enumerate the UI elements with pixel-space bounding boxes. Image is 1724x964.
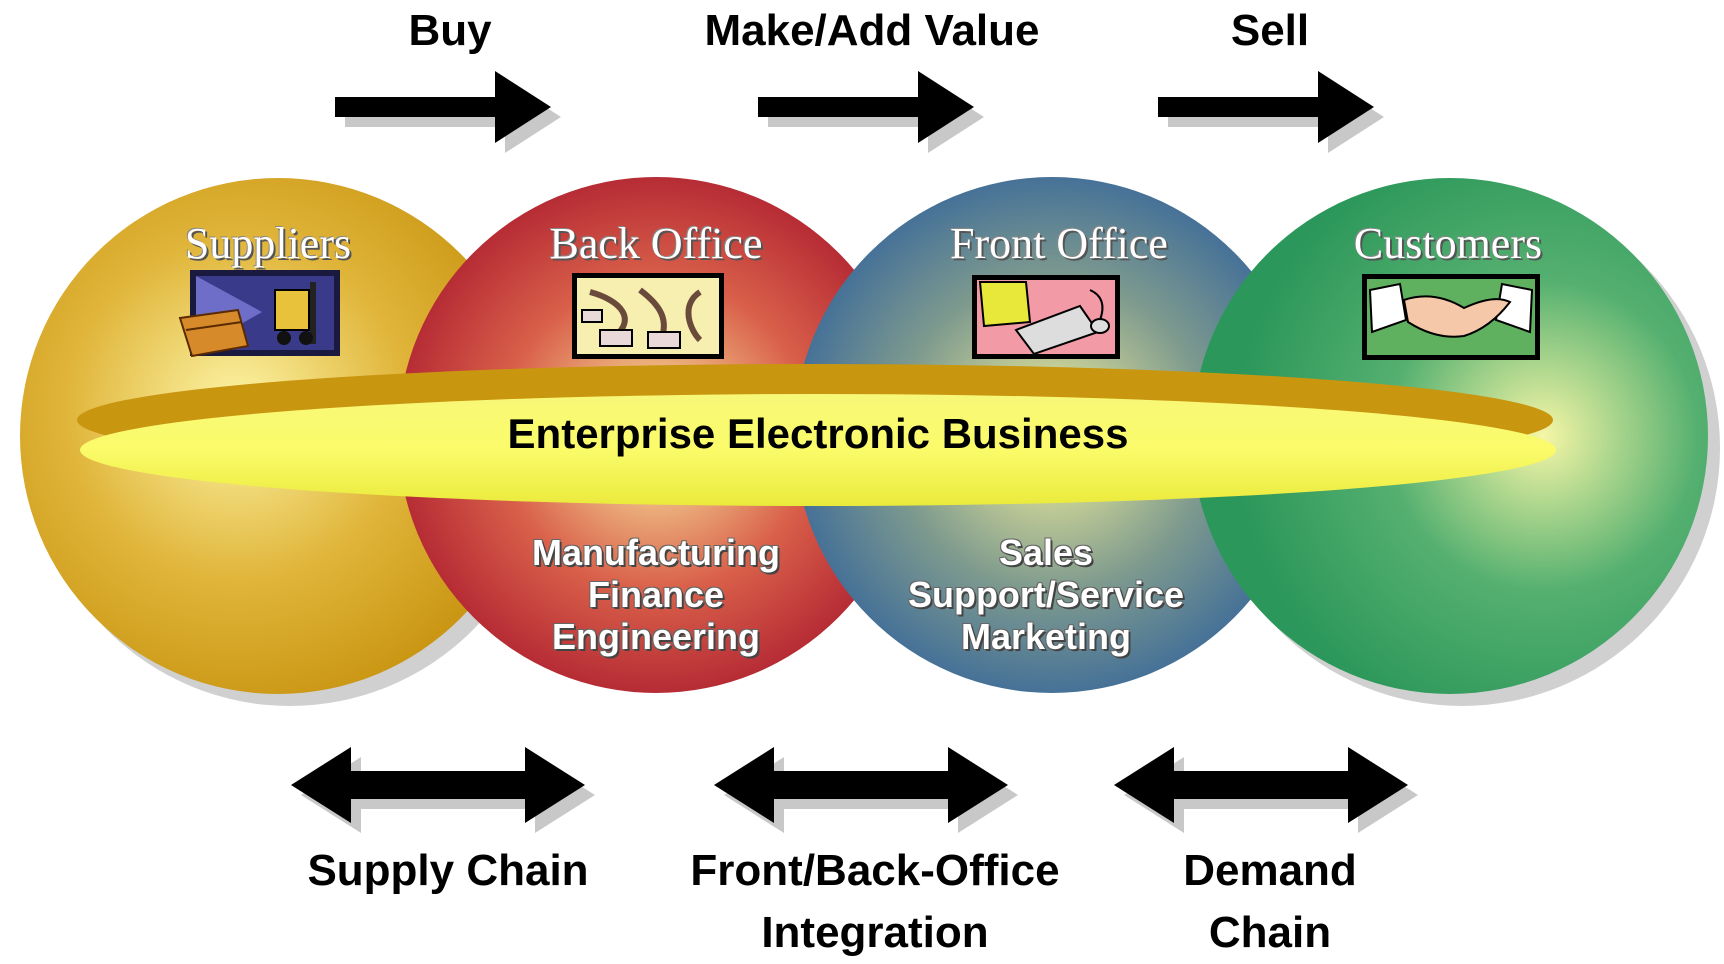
back-office-item: Manufacturing [532, 532, 780, 573]
enterprise-band [77, 364, 1556, 506]
label-sell: Sell [1230, 6, 1310, 55]
label-demand-chain-line: Chain [1208, 908, 1332, 957]
double-arrow-integration [714, 747, 1018, 833]
cables-icon [572, 273, 724, 359]
label-demand-chain-line: Demand [1183, 846, 1357, 895]
back-office-item: Engineering [551, 616, 761, 657]
arrow-buy [335, 71, 561, 153]
double-arrow-demand-chain [1114, 747, 1418, 833]
label-integration-line: Front/Back-Office [690, 846, 1060, 895]
label-integration: Front/Back-Office Integration [660, 840, 1090, 964]
computer-icon [972, 275, 1120, 359]
label-demand-chain: Demand Chain [1120, 840, 1420, 964]
forklift-icon [178, 270, 340, 358]
back-office-title: Back Office [549, 219, 763, 268]
arrow-sell [1158, 71, 1384, 153]
label-supply-chain: Supply Chain [307, 846, 589, 895]
double-arrow-supply-chain [291, 747, 595, 833]
handshake-icon [1362, 274, 1540, 360]
front-office-item: Support/Service [907, 574, 1185, 615]
label-make-add-value: Make/Add Value [704, 6, 1040, 55]
enterprise-band-label: Enterprise Electronic Business [507, 410, 1129, 457]
back-office-items: Manufacturing Finance Engineering [476, 532, 836, 658]
front-office-item: Marketing [960, 616, 1132, 657]
front-office-item: Sales [998, 532, 1094, 573]
arrow-make [758, 71, 984, 153]
suppliers-title: Suppliers [184, 219, 352, 268]
label-integration-line: Integration [761, 908, 989, 957]
back-office-item: Finance [587, 574, 725, 615]
front-office-items: Sales Support/Service Marketing [866, 532, 1226, 658]
label-buy: Buy [408, 6, 492, 55]
customers-title: Customers [1353, 219, 1543, 268]
front-office-title: Front Office [950, 219, 1168, 268]
